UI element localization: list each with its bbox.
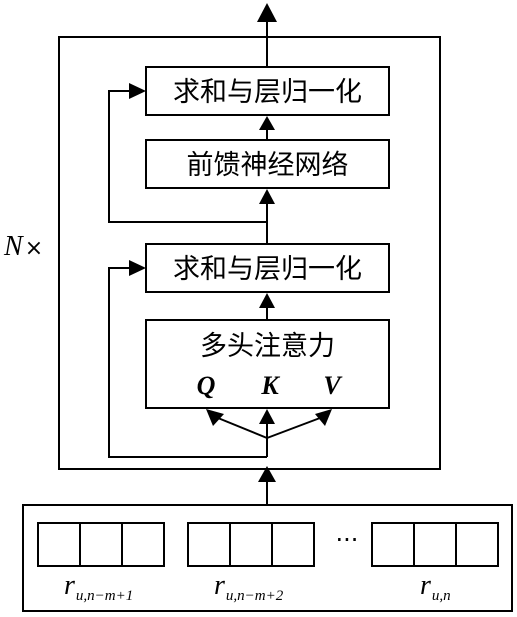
- output-arrow-head: [257, 3, 277, 22]
- input-arrow-head: [258, 466, 276, 482]
- ff-to-addnorm-arrow-head: [259, 116, 275, 130]
- query-label: Q: [197, 371, 216, 400]
- query-input-arrow-head: [206, 409, 224, 426]
- input-label-2: ru,n−m+2: [214, 570, 284, 604]
- query-input-arrow: [217, 417, 268, 439]
- residual-connection-bottom-head: [129, 260, 146, 276]
- attention-label: 多头注意力: [200, 331, 335, 362]
- residual-connection-top-head: [129, 83, 146, 99]
- key-label: K: [260, 371, 280, 400]
- input-vector-n: [371, 522, 499, 567]
- input-vector-1: [37, 522, 165, 567]
- repeat-label-n: N: [3, 231, 24, 262]
- addnorm-to-ff-arrow-head: [259, 189, 275, 204]
- add-norm-top-label: 求和与层归一化: [173, 77, 362, 108]
- residual-connection-bottom: [108, 267, 267, 458]
- add-norm-top-block: [145, 66, 390, 116]
- residual-connection-top: [108, 90, 267, 223]
- sequence-ellipsis: ···: [336, 526, 359, 554]
- feed-forward-label: 前馈神经网络: [187, 150, 349, 181]
- add-norm-bottom-label: 求和与层归一化: [173, 254, 362, 285]
- repeat-label: N×: [3, 231, 43, 262]
- value-input-arrow: [266, 417, 321, 439]
- input-label-n: ru,n: [420, 570, 451, 604]
- repeat-label-times: ×: [25, 236, 43, 261]
- value-label: V: [323, 371, 343, 400]
- input-label-1: ru,n−m+1: [64, 570, 133, 604]
- value-input-arrow-head: [315, 409, 332, 426]
- multi-head-attention-block: [145, 319, 390, 409]
- key-input-arrow-head: [259, 409, 275, 424]
- input-vector-2: [187, 522, 315, 567]
- attention-to-addnorm-arrow-head: [259, 293, 275, 308]
